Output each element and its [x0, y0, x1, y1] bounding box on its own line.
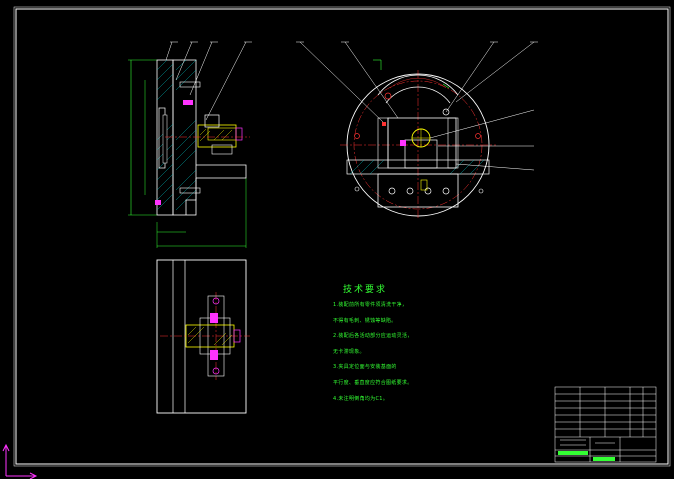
top-view [156, 259, 250, 414]
sheet-border-outer [15, 8, 669, 465]
tech-note-line: 1.装配前所有零件须清洗干净， [333, 302, 408, 308]
title-block [554, 386, 657, 463]
tech-note-line: 不得有毛刺、锈蚀等缺陷。 [333, 317, 397, 324]
technical-notes: 技术要求 1.装配前所有零件须清洗干净， 不得有毛刺、锈蚀等缺陷。 2.装配后各… [333, 284, 421, 409]
tech-note-line: 无卡滞现象。 [333, 348, 365, 355]
tech-note-line: 3.夹具定位面与安装基面的 [333, 364, 397, 371]
tech-note-line: 4.未注明倒角均为C1。 [333, 395, 389, 402]
ucs-axis-icon [2, 443, 38, 479]
tech-notes-title: 技术要求 [343, 285, 388, 295]
tech-note-line: 2.装配后各活动部分应运动灵活， [333, 333, 413, 340]
side-view [296, 41, 538, 220]
sheet-border-inner [13, 6, 671, 467]
tech-note-line: 平行度、垂直度应符合图纸要求。 [333, 379, 413, 386]
front-view [128, 41, 252, 248]
